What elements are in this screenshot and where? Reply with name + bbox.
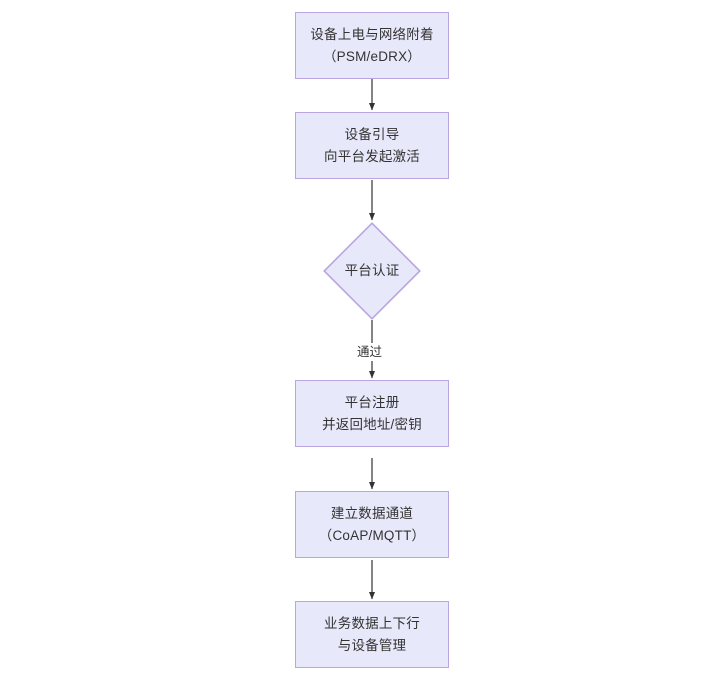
node-auth-label: 平台认证 [344, 263, 400, 278]
node-business-data[interactable]: 业务数据上下行 与设备管理 [295, 601, 449, 668]
node-power-on[interactable]: 设备上电与网络附着 （PSM/eDRX） [295, 12, 449, 79]
node-auth[interactable]: 平台认证 [323, 222, 421, 320]
node-data-channel-line-1: 建立数据通道 [330, 505, 414, 521]
node-data-channel-line-2: （CoAP/MQTT） [318, 527, 426, 543]
edge-label-pass: 通过 [355, 343, 385, 361]
node-power-on-line-1: 设备上电与网络附着 [310, 26, 434, 42]
node-power-on-line-2: （PSM/eDRX） [322, 48, 422, 64]
node-register-line-2: 并返回地址/密钥 [322, 416, 422, 432]
node-register[interactable]: 平台注册 并返回地址/密钥 [295, 380, 449, 447]
node-bootstrap[interactable]: 设备引导 向平台发起激活 [295, 112, 449, 179]
node-business-data-line-1: 业务数据上下行 [324, 615, 420, 631]
diamond-shape-icon [323, 222, 421, 320]
node-register-line-1: 平台注册 [344, 394, 400, 410]
node-bootstrap-line-1: 设备引导 [344, 126, 400, 142]
node-business-data-line-2: 与设备管理 [337, 637, 407, 653]
node-bootstrap-line-2: 向平台发起激活 [324, 148, 420, 164]
node-data-channel[interactable]: 建立数据通道 （CoAP/MQTT） [295, 491, 449, 558]
